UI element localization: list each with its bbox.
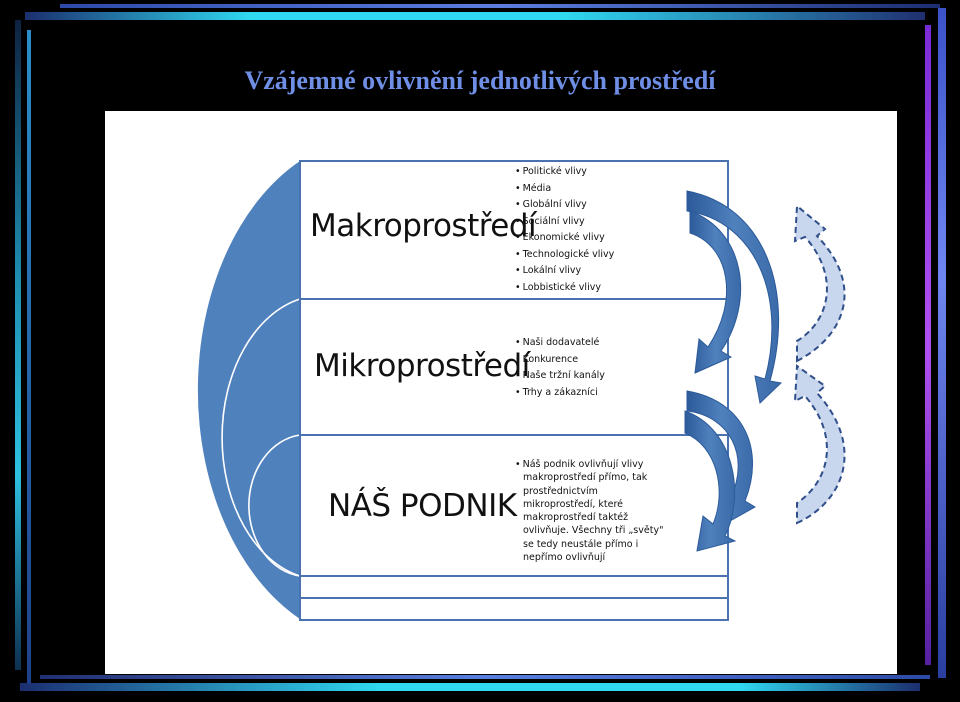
list-item: Technologické vlivy [515, 247, 615, 264]
solid-curved-arrow-icon [684, 390, 756, 552]
makro-list: Politické vlivy Média Globální vlivy Soc… [515, 164, 615, 297]
frame-bottom-bar-thin [40, 675, 930, 679]
frame-left-bar [15, 20, 21, 670]
inner-arc [248, 434, 301, 577]
list-item: Naše tržní kanály [515, 368, 605, 385]
dashed-curved-arrow-icon [793, 203, 846, 525]
bottom-strip-2 [299, 597, 729, 621]
list-item: Konkurence [515, 352, 605, 369]
bottom-strip-1 [299, 575, 729, 599]
slide-title: Vzájemné ovlivnění jednotlivých prostřed… [244, 66, 716, 95]
list-item: Naši dodavatelé [515, 335, 605, 352]
frame-right-bar-inner [925, 25, 931, 665]
diagram-panel: Makroprostředí Mikroprostředí NÁŠ PODNIK… [105, 111, 897, 674]
list-item: Politické vlivy [515, 164, 614, 181]
solid-curved-arrow-icon [686, 190, 783, 404]
list-item: Lokální vlivy [515, 263, 614, 280]
mikro-box [299, 298, 729, 436]
list-item: Média [515, 181, 614, 198]
podnik-label: NÁŠ PODNIK [328, 488, 517, 524]
frame-right-bar [938, 8, 946, 678]
mikro-label: Mikroprostředí [314, 348, 530, 384]
outer-half-circle [197, 161, 300, 619]
makro-label: Makroprostředí [310, 208, 537, 244]
list-item: Ekonomické vlivy [515, 230, 614, 247]
list-item: Trhy a zákazníci [515, 385, 605, 402]
list-item: Lobbistické vlivy [515, 280, 614, 297]
frame-top-bar-thin [60, 4, 940, 8]
podnik-description: Náš podnik ovlivňují vlivy makroprostřed… [515, 458, 673, 564]
list-item: Sociální vlivy [515, 214, 614, 231]
frame-bottom-bar [20, 683, 920, 691]
makro-box [299, 160, 729, 300]
frame-left-bar-inner [27, 30, 31, 690]
mikro-list: Naši dodavatelé Konkurence Naše tržní ka… [515, 335, 605, 401]
frame-top-bar [25, 12, 925, 20]
diagram-graphic [197, 160, 846, 621]
list-item: Globální vlivy [515, 197, 614, 214]
